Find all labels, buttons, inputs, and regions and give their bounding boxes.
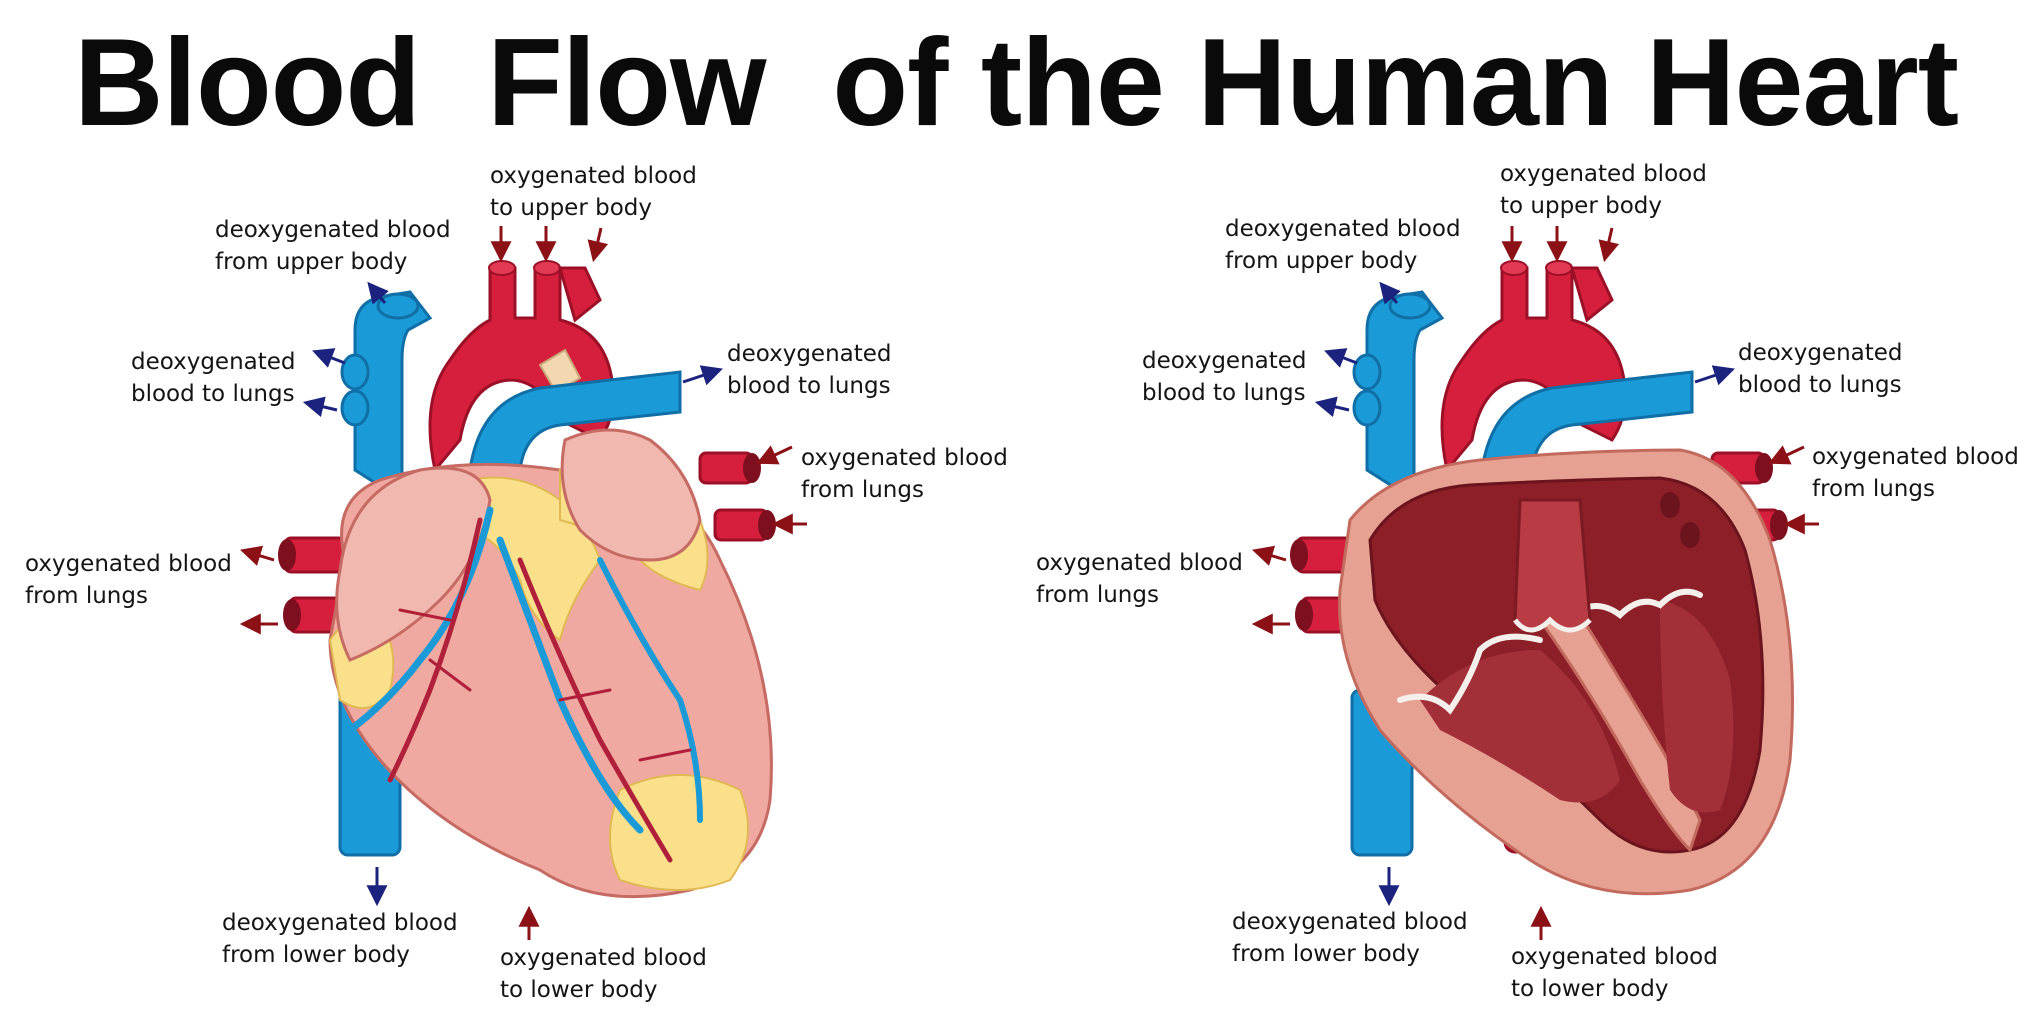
superior-vena-cava <box>353 290 433 503</box>
label-line-2: to upper body <box>1500 193 1662 219</box>
label-deoxy-lungs-right-r: deoxygenated blood to lungs <box>1738 337 1903 401</box>
arrow-deoxy-lungs-l2 <box>302 396 338 418</box>
arrow-deoxy-lungs-rb <box>1694 365 1735 386</box>
label-line-1: deoxygenated blood <box>1232 909 1468 935</box>
label-line-1: oxygenated blood <box>25 551 232 577</box>
right-auricle <box>335 466 492 662</box>
label-line-2: from lungs <box>1036 582 1159 608</box>
label-oxy-lungs-left-l: oxygenated blood from lungs <box>25 548 232 612</box>
label-line-1: deoxygenated <box>131 349 296 375</box>
arrow-upper-deoxy-b <box>1379 281 1401 305</box>
label-line-2: from upper body <box>215 249 408 275</box>
arrow-upper-oxy-3 <box>587 227 609 263</box>
label-line-1: deoxygenated blood <box>215 217 451 243</box>
label-line-2: blood to lungs <box>1738 372 1902 398</box>
label-line-2: blood to lungs <box>131 381 295 407</box>
label-line-1: oxygenated blood <box>1812 444 2019 470</box>
left-auricle <box>560 428 702 562</box>
label-line-1: deoxygenated <box>1738 340 1903 366</box>
label-deoxy-lower-left: deoxygenated blood from lower body <box>222 907 458 971</box>
label-upper-deoxy-left: deoxygenated blood from upper body <box>215 214 451 278</box>
arrow-upper-oxy-3b <box>1598 227 1620 263</box>
label-oxy-lower-left: oxygenated blood to lower body <box>500 942 707 1006</box>
label-upper-oxy-left: oxygenated blood to upper body <box>490 160 697 224</box>
label-line-2: from lungs <box>801 477 924 503</box>
arrow-upper-deoxy <box>367 281 389 305</box>
label-line-1: deoxygenated <box>1142 348 1307 374</box>
label-deoxy-lungs-right-l: deoxygenated blood to lungs <box>1142 345 1307 409</box>
label-oxy-lower-right: oxygenated blood to lower body <box>1511 941 1718 1005</box>
flow-arrows-left <box>239 226 807 940</box>
label-line-1: deoxygenated <box>727 341 892 367</box>
label-line-1: oxygenated blood <box>1036 550 1243 576</box>
arrow-oxy-lungs-l1b <box>1251 545 1287 566</box>
arrow-deoxy-lungs-l1b <box>1324 348 1358 368</box>
label-line-2: from lower body <box>222 942 410 968</box>
label-line-2: to lower body <box>500 977 658 1003</box>
label-line-1: oxygenated blood <box>500 945 707 971</box>
arrow-oxy-lungs-r1b <box>1768 445 1805 465</box>
label-upper-deoxy-right: deoxygenated blood from upper body <box>1225 213 1461 277</box>
label-deoxy-lungs-left-r: deoxygenated blood to lungs <box>727 338 892 402</box>
label-line-2: from lungs <box>1812 476 1935 502</box>
label-line-1: oxygenated blood <box>490 163 697 189</box>
label-deoxy-lungs-left-l: deoxygenated blood to lungs <box>131 346 296 410</box>
label-line-2: from lower body <box>1232 941 1420 967</box>
label-upper-oxy-right: oxygenated blood to upper body <box>1500 158 1707 222</box>
arrow-deoxy-lungs-r <box>682 365 723 386</box>
label-line-1: oxygenated blood <box>1511 944 1718 970</box>
label-line-2: from lungs <box>25 583 148 609</box>
arrow-deoxy-lungs-l1 <box>312 348 346 368</box>
arrow-deoxy-lungs-l2b <box>1314 396 1350 418</box>
label-deoxy-lower-right: deoxygenated blood from lower body <box>1232 906 1468 970</box>
label-oxy-lungs-left-r: oxygenated blood from lungs <box>801 442 1008 506</box>
label-line-2: blood to lungs <box>1142 380 1306 406</box>
label-line-1: oxygenated blood <box>1500 161 1707 187</box>
pulmonary-artery <box>468 370 682 472</box>
label-line-1: oxygenated blood <box>801 445 1008 471</box>
label-line-1: deoxygenated blood <box>222 910 458 936</box>
arrow-oxy-lungs-r1 <box>756 445 793 465</box>
exterior-heart <box>278 260 776 899</box>
label-line-2: to upper body <box>490 195 652 221</box>
label-line-2: from upper body <box>1225 248 1418 274</box>
label-line-2: blood to lungs <box>727 373 891 399</box>
label-oxy-lungs-right-r: oxygenated blood from lungs <box>1812 441 2019 505</box>
interior-heart <box>1290 260 1794 896</box>
label-oxy-lungs-right-l: oxygenated blood from lungs <box>1036 547 1243 611</box>
label-line-1: deoxygenated blood <box>1225 216 1461 242</box>
arrow-oxy-lungs-l1 <box>239 545 275 566</box>
page-title: Blood Flow of the Human Heart <box>73 14 1959 152</box>
label-line-2: to lower body <box>1511 976 1669 1002</box>
flow-arrows-right <box>1251 226 1819 940</box>
